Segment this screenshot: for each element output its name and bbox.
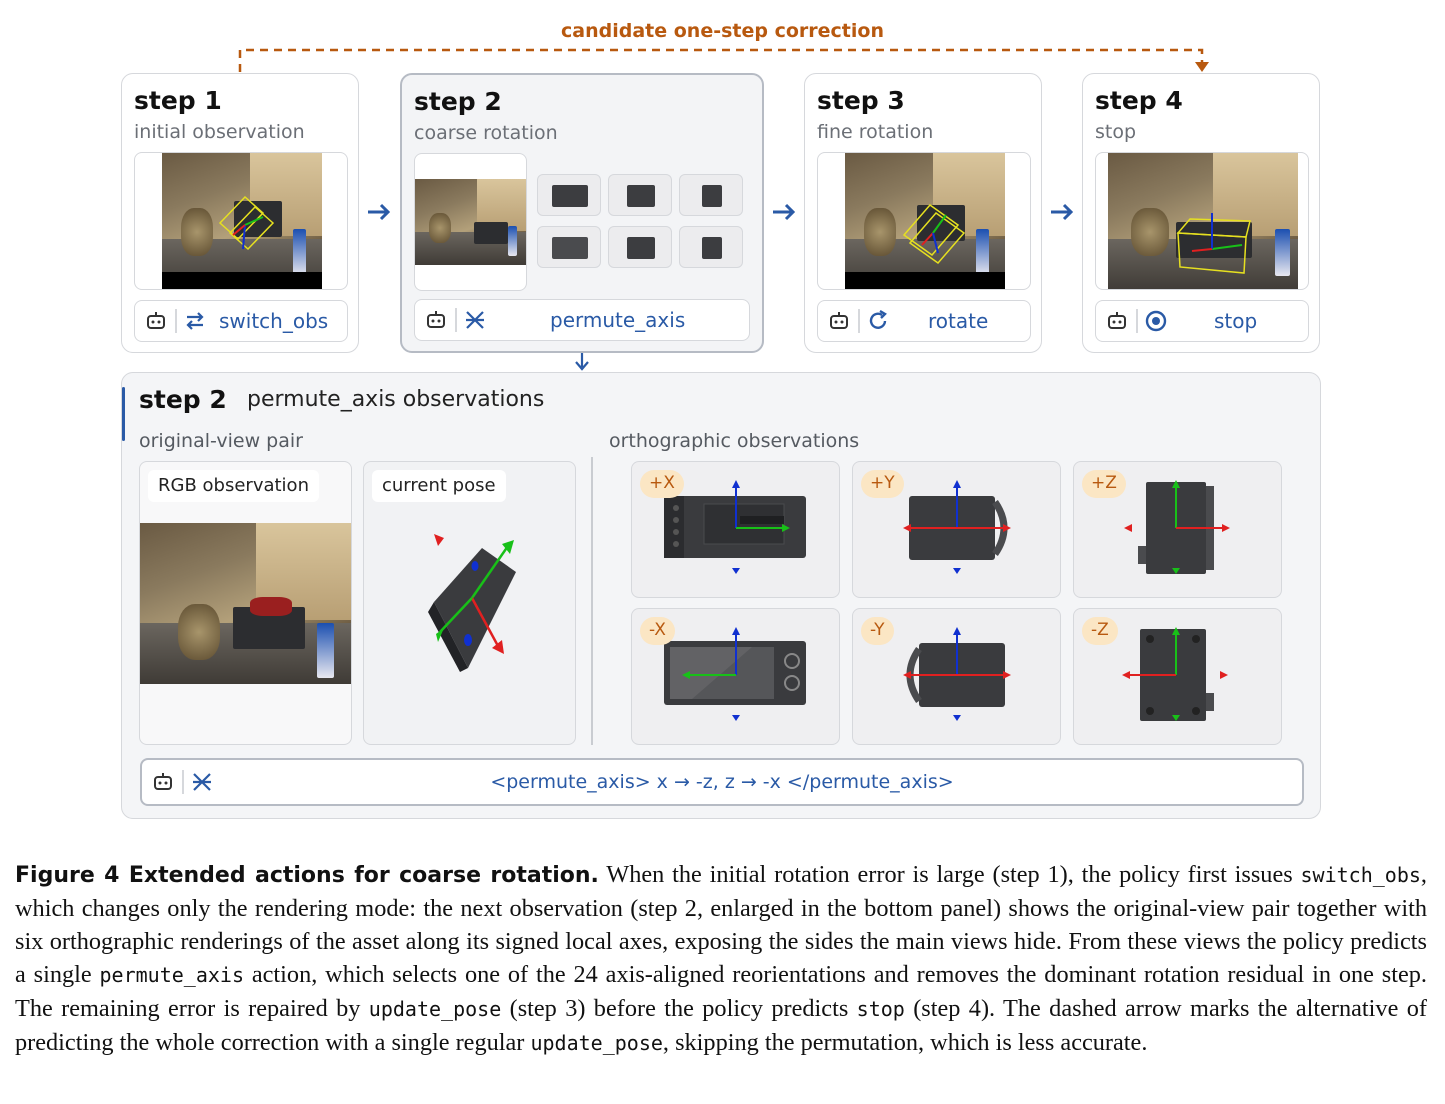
- axis-tag: +X: [640, 470, 684, 498]
- ortho-view-pos-z: +Z: [1073, 461, 1282, 598]
- action-label: permute_axis: [550, 308, 686, 332]
- action-bar-stop[interactable]: stop: [1095, 300, 1309, 342]
- rgb-observation-view: RGB observation: [139, 461, 352, 745]
- axis-tag: -Y: [861, 617, 894, 645]
- pose-box-overlay: [1176, 213, 1251, 274]
- flow-arrow-icon: [368, 203, 391, 221]
- axis-tag: +Y: [861, 470, 904, 498]
- step-subtitle: coarse rotation: [414, 122, 558, 144]
- pose-box-overlay: [218, 195, 275, 251]
- action-label: stop: [1214, 309, 1258, 333]
- panel-title: step 2: [139, 385, 227, 414]
- step-2-card: step 2 coarse rotation permute_axis: [400, 73, 764, 353]
- ortho-view-neg-y: -Y: [852, 608, 1061, 745]
- original-view-pair-label: original-view pair: [139, 430, 303, 452]
- ortho-thumb: [537, 226, 601, 268]
- rgb-observation-thumbnail: [414, 153, 527, 291]
- current-pose-render: [428, 534, 516, 672]
- robot-icon: [830, 312, 848, 329]
- stop-icon: [1145, 310, 1167, 332]
- step-title: step 1: [134, 86, 222, 115]
- switch-arrows-icon: [186, 312, 204, 330]
- action-label: switch_obs: [219, 309, 329, 333]
- ortho-view-neg-x: -X: [631, 608, 840, 745]
- robot-icon: [154, 773, 172, 790]
- step-3-card: step 3 fine rotation rotate: [804, 73, 1042, 353]
- step-subtitle: fine rotation: [817, 121, 934, 143]
- correction-label: candidate one-step correction: [561, 20, 884, 42]
- rotate-icon: [869, 309, 887, 329]
- flow-arrow-icon: [1051, 203, 1074, 221]
- step-1-card: step 1 initial observation switch_obs: [121, 73, 359, 353]
- permute-axis-action-output[interactable]: <permute_axis> x → -z, z → -x </permute_…: [140, 758, 1304, 806]
- pose-box-overlay: [902, 203, 966, 265]
- orthographic-observations-label: orthographic observations: [609, 430, 860, 452]
- action-bar-permute-axis[interactable]: permute_axis: [414, 299, 750, 341]
- ortho-view-neg-z: -Z: [1073, 608, 1282, 745]
- correction-dashed-arrow: [238, 48, 1209, 72]
- ortho-thumb: [537, 174, 601, 216]
- step-title: step 2: [414, 87, 502, 116]
- ortho-thumb: [608, 226, 672, 268]
- ortho-view-pos-y: +Y: [852, 461, 1061, 598]
- ortho-view-pos-x: +X: [631, 461, 840, 598]
- fine-rotation-image: [817, 152, 1031, 290]
- permute-axis-action-text: <permute_axis> x → -z, z → -x </permute_…: [490, 771, 954, 793]
- permute-icon: [466, 311, 484, 329]
- permute-axis-observations-panel: step 2 permute_axis observations origina…: [121, 372, 1321, 819]
- rgb-observation-tag: RGB observation: [148, 470, 319, 502]
- caption-lead: Figure 4 Extended actions for coarse rot…: [15, 863, 599, 888]
- robot-icon: [147, 312, 165, 329]
- figure-caption: Figure 4 Extended actions for coarse rot…: [15, 861, 1427, 1056]
- axis-tag: -X: [640, 617, 675, 645]
- permute-icon: [193, 773, 211, 791]
- current-pose-tag: current pose: [372, 470, 506, 502]
- action-bar-rotate[interactable]: rotate: [817, 300, 1031, 342]
- axis-tag: +Z: [1082, 470, 1126, 498]
- step-4-card: step 4 stop stop: [1082, 73, 1320, 353]
- step-subtitle: stop: [1095, 121, 1137, 143]
- robot-icon: [427, 311, 445, 328]
- current-pose-view: current pose: [363, 461, 576, 745]
- robot-icon: [1108, 312, 1126, 329]
- step-title: step 4: [1095, 86, 1183, 115]
- panel-subtitle: permute_axis observations: [247, 387, 545, 412]
- initial-observation-image: [134, 152, 348, 290]
- action-bar-switch-obs[interactable]: switch_obs: [134, 300, 348, 342]
- expand-down-arrow-icon: [575, 353, 589, 371]
- action-label: rotate: [928, 309, 989, 333]
- ortho-thumb: [679, 226, 743, 268]
- ortho-thumb: [679, 174, 743, 216]
- axis-tag: -Z: [1082, 617, 1118, 645]
- step-title: step 3: [817, 86, 905, 115]
- step-subtitle: initial observation: [134, 121, 305, 143]
- final-pose-image: [1095, 152, 1309, 290]
- flow-arrow-icon: [773, 203, 796, 221]
- ortho-thumb: [608, 174, 672, 216]
